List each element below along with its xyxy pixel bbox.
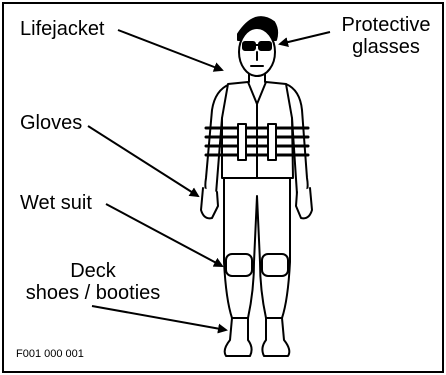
wet-suit-legs: [224, 178, 290, 318]
left-bootie: [225, 318, 252, 356]
label-deck-shoes: Deck shoes / booties: [18, 260, 168, 304]
label-gloves: Gloves: [20, 112, 82, 134]
label-wet-suit: Wet suit: [20, 192, 92, 214]
label-protective-glasses-line1: Protective: [330, 14, 442, 36]
right-bootie: [262, 318, 289, 356]
arrow-deck-shoes: [92, 306, 226, 330]
left-glove: [201, 188, 218, 218]
right-glove: [296, 188, 312, 218]
label-deck-shoes-line1: Deck: [18, 260, 168, 282]
arrow-gloves: [88, 126, 198, 196]
arrow-lifejacket: [118, 30, 222, 70]
label-protective-glasses: Protective glasses: [330, 14, 442, 58]
glasses-right-lens: [259, 42, 271, 50]
figure-code: F001 000 001: [16, 348, 84, 360]
glasses-left-lens: [243, 42, 255, 50]
label-lifejacket: Lifejacket: [20, 18, 105, 40]
right-knee-pad: [262, 254, 288, 276]
label-protective-glasses-line2: glasses: [330, 36, 442, 58]
label-deck-shoes-line2: shoes / booties: [18, 282, 168, 304]
arrow-protective-glasses: [280, 32, 330, 44]
left-knee-pad: [226, 254, 252, 276]
